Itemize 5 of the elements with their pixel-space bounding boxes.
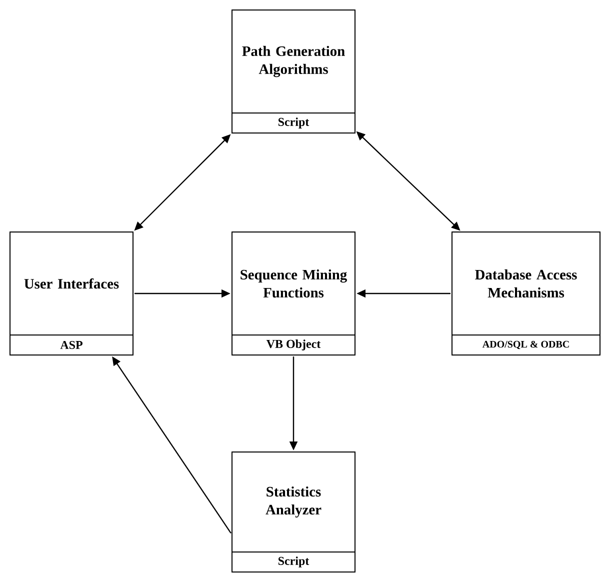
component-box: Sequence Mining Functions VB Object: [232, 232, 356, 356]
component-box: Database Access Mechanisms ADO/SQL & ODBC: [452, 232, 600, 356]
component-box: Path Generation Algorithms Script: [232, 10, 356, 134]
component-box: User Interfaces ASP: [10, 232, 134, 356]
component-box: Statistics Analyzer Script: [232, 452, 356, 572]
